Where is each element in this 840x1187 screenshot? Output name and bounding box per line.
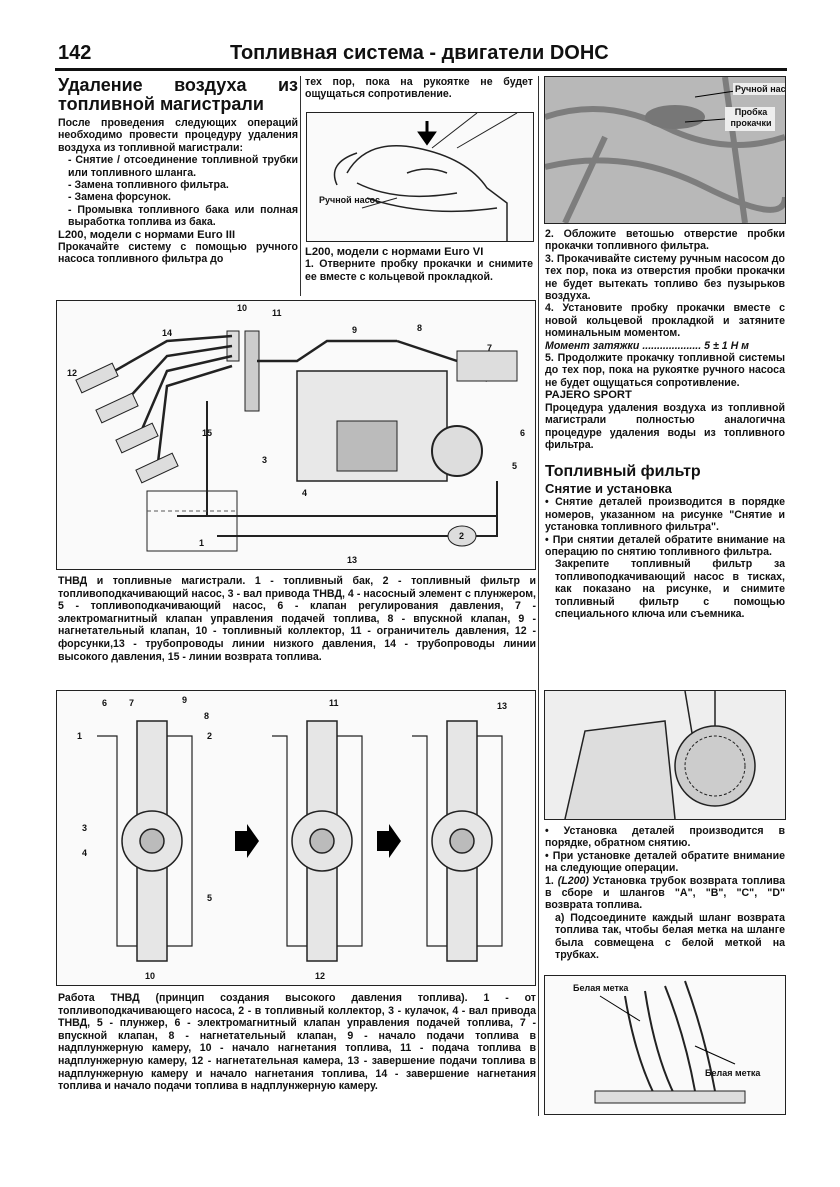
callout-3: 3 <box>262 455 267 465</box>
white-mark-label: Белая метка <box>705 1068 761 1078</box>
callout-9: 9 <box>352 325 357 335</box>
callout-8: 8 <box>417 323 422 333</box>
subsection-title: L200, модели с нормами Euro III <box>58 228 236 241</box>
model-label: (L200) <box>557 874 589 887</box>
return-hose-figure: Белая метка Белая метка <box>544 975 786 1115</box>
callout-7: 7 <box>487 343 492 353</box>
callout-5: 5 <box>207 893 212 903</box>
callout-11: 11 <box>272 308 282 318</box>
step: 3. Прокачивайте систему ручным насосом д… <box>545 252 785 303</box>
paragraph: тех пор, пока на рукоятке не будет ощуща… <box>305 76 533 101</box>
middle-column-lower: L200, модели с нормами Euro VI 1. Отверн… <box>305 246 533 283</box>
bullet: • Установка деталей производится в поряд… <box>545 825 785 850</box>
intro-text: После проведения следующих операций необ… <box>58 117 298 154</box>
callout-13: 13 <box>347 555 357 565</box>
subsection-title: Снятие и установка <box>545 481 672 497</box>
step: 4. Установите пробку прокачки вместе с н… <box>545 302 785 340</box>
fuel-system-diagram: 10 11 14 12 9 8 7 6 5 15 3 4 1 2 13 <box>56 300 536 570</box>
right-column-lower: • Установка деталей производится в поряд… <box>545 825 785 961</box>
callout-12: 12 <box>67 368 77 378</box>
pump-operation-caption: Работа ТНВД (принцип создания высокого д… <box>58 992 536 1093</box>
page-number: 142 <box>58 42 92 64</box>
page-title: Топливная система - двигатели DOHC <box>230 42 609 64</box>
header-divider <box>55 68 787 71</box>
fuel-system-caption: ТНВД и топливные магистрали. 1 - топливн… <box>58 575 536 663</box>
hand-pump-photo: Ручной насос Пробка прокачки <box>544 76 796 225</box>
photo-label-bleed-plug: Пробка прокачки <box>730 107 772 128</box>
step: 1. Отверните пробку прокачки и снимите е… <box>305 258 533 283</box>
bullet: • При снятии деталей обратите внимание н… <box>545 533 785 558</box>
left-column: Удаление воздуха из топливной магистрали… <box>58 76 298 266</box>
paragraph: Процедура удаления воздуха из топливной … <box>545 401 785 451</box>
hand-pump-label: Ручной насос <box>319 195 380 205</box>
column-divider <box>300 76 301 296</box>
column-divider <box>538 76 539 1116</box>
list-item: - Промывка топливного бака или полная вы… <box>68 203 298 229</box>
photo-label-hand-pump: Ручной насос <box>735 84 785 94</box>
callout-3: 3 <box>82 823 87 833</box>
step: 5. Продолжите прокачку топливной системы… <box>545 352 785 389</box>
callout-12: 12 <box>315 971 325 981</box>
hand-pump-figure: Ручной насос <box>306 112 534 242</box>
step: Установка трубок возврата топлива в сбор… <box>545 874 785 912</box>
callout-1: 1 <box>199 538 204 548</box>
middle-column: тех пор, пока на рукоятке не будет ощуща… <box>305 76 533 101</box>
callout-1: 1 <box>77 731 82 741</box>
callout-2: 2 <box>207 731 212 741</box>
section-title: Удаление воздуха из топливной магистрали <box>58 75 298 114</box>
section-title: Топливный фильтр <box>545 463 701 481</box>
bullet: • При установке деталей обратите внимани… <box>545 849 785 875</box>
callout-9: 9 <box>182 695 187 705</box>
callout-2: 2 <box>459 531 464 541</box>
callout-11: 11 <box>329 698 339 708</box>
list-item: - Замена форсунок. <box>68 191 171 204</box>
step-number: 1. <box>545 874 554 887</box>
paragraph: Закрепите топливный фильтр за топливопод… <box>555 558 785 620</box>
callout-5: 5 <box>512 461 517 471</box>
subsection-title: PAJERO SPORT <box>545 389 632 402</box>
list-item: - Замена топливного фильтра. <box>68 179 229 192</box>
callout-10: 10 <box>145 971 155 981</box>
step: 2. Обложите ветошью отверстие пробки про… <box>545 228 785 253</box>
callout-7: 7 <box>129 698 134 708</box>
filter-vise-figure <box>544 690 786 820</box>
pump-operation-diagram: 6 7 9 8 1 2 3 4 5 10 11 12 13 <box>56 690 536 986</box>
white-mark-label: Белая метка <box>573 983 629 993</box>
callout-4: 4 <box>302 488 307 498</box>
paragraph: Прокачайте систему с помощью ручного нас… <box>58 241 298 266</box>
callout-8: 8 <box>204 711 209 721</box>
callout-13: 13 <box>497 701 507 711</box>
callout-14: 14 <box>162 328 172 338</box>
torque-value: 5 ± 1 Н м <box>704 339 750 352</box>
callout-15: 15 <box>202 428 212 438</box>
step: а) Подсоедините каждый шланг возврата то… <box>555 911 785 962</box>
callout-4: 4 <box>82 848 87 858</box>
list-item: - Снятие / отсоединение топливной трубки… <box>68 154 298 179</box>
callout-10: 10 <box>237 303 247 313</box>
right-column: 2. Обложите ветошью отверстие пробки про… <box>545 228 785 620</box>
subsection-title: L200, модели с нормами Euro VI <box>305 246 484 258</box>
callout-6: 6 <box>520 428 525 438</box>
bullet: • Снятие деталей производится в порядке … <box>545 496 785 534</box>
torque-label: Момент затяжки .................... <box>545 339 702 352</box>
callout-6: 6 <box>102 698 107 708</box>
